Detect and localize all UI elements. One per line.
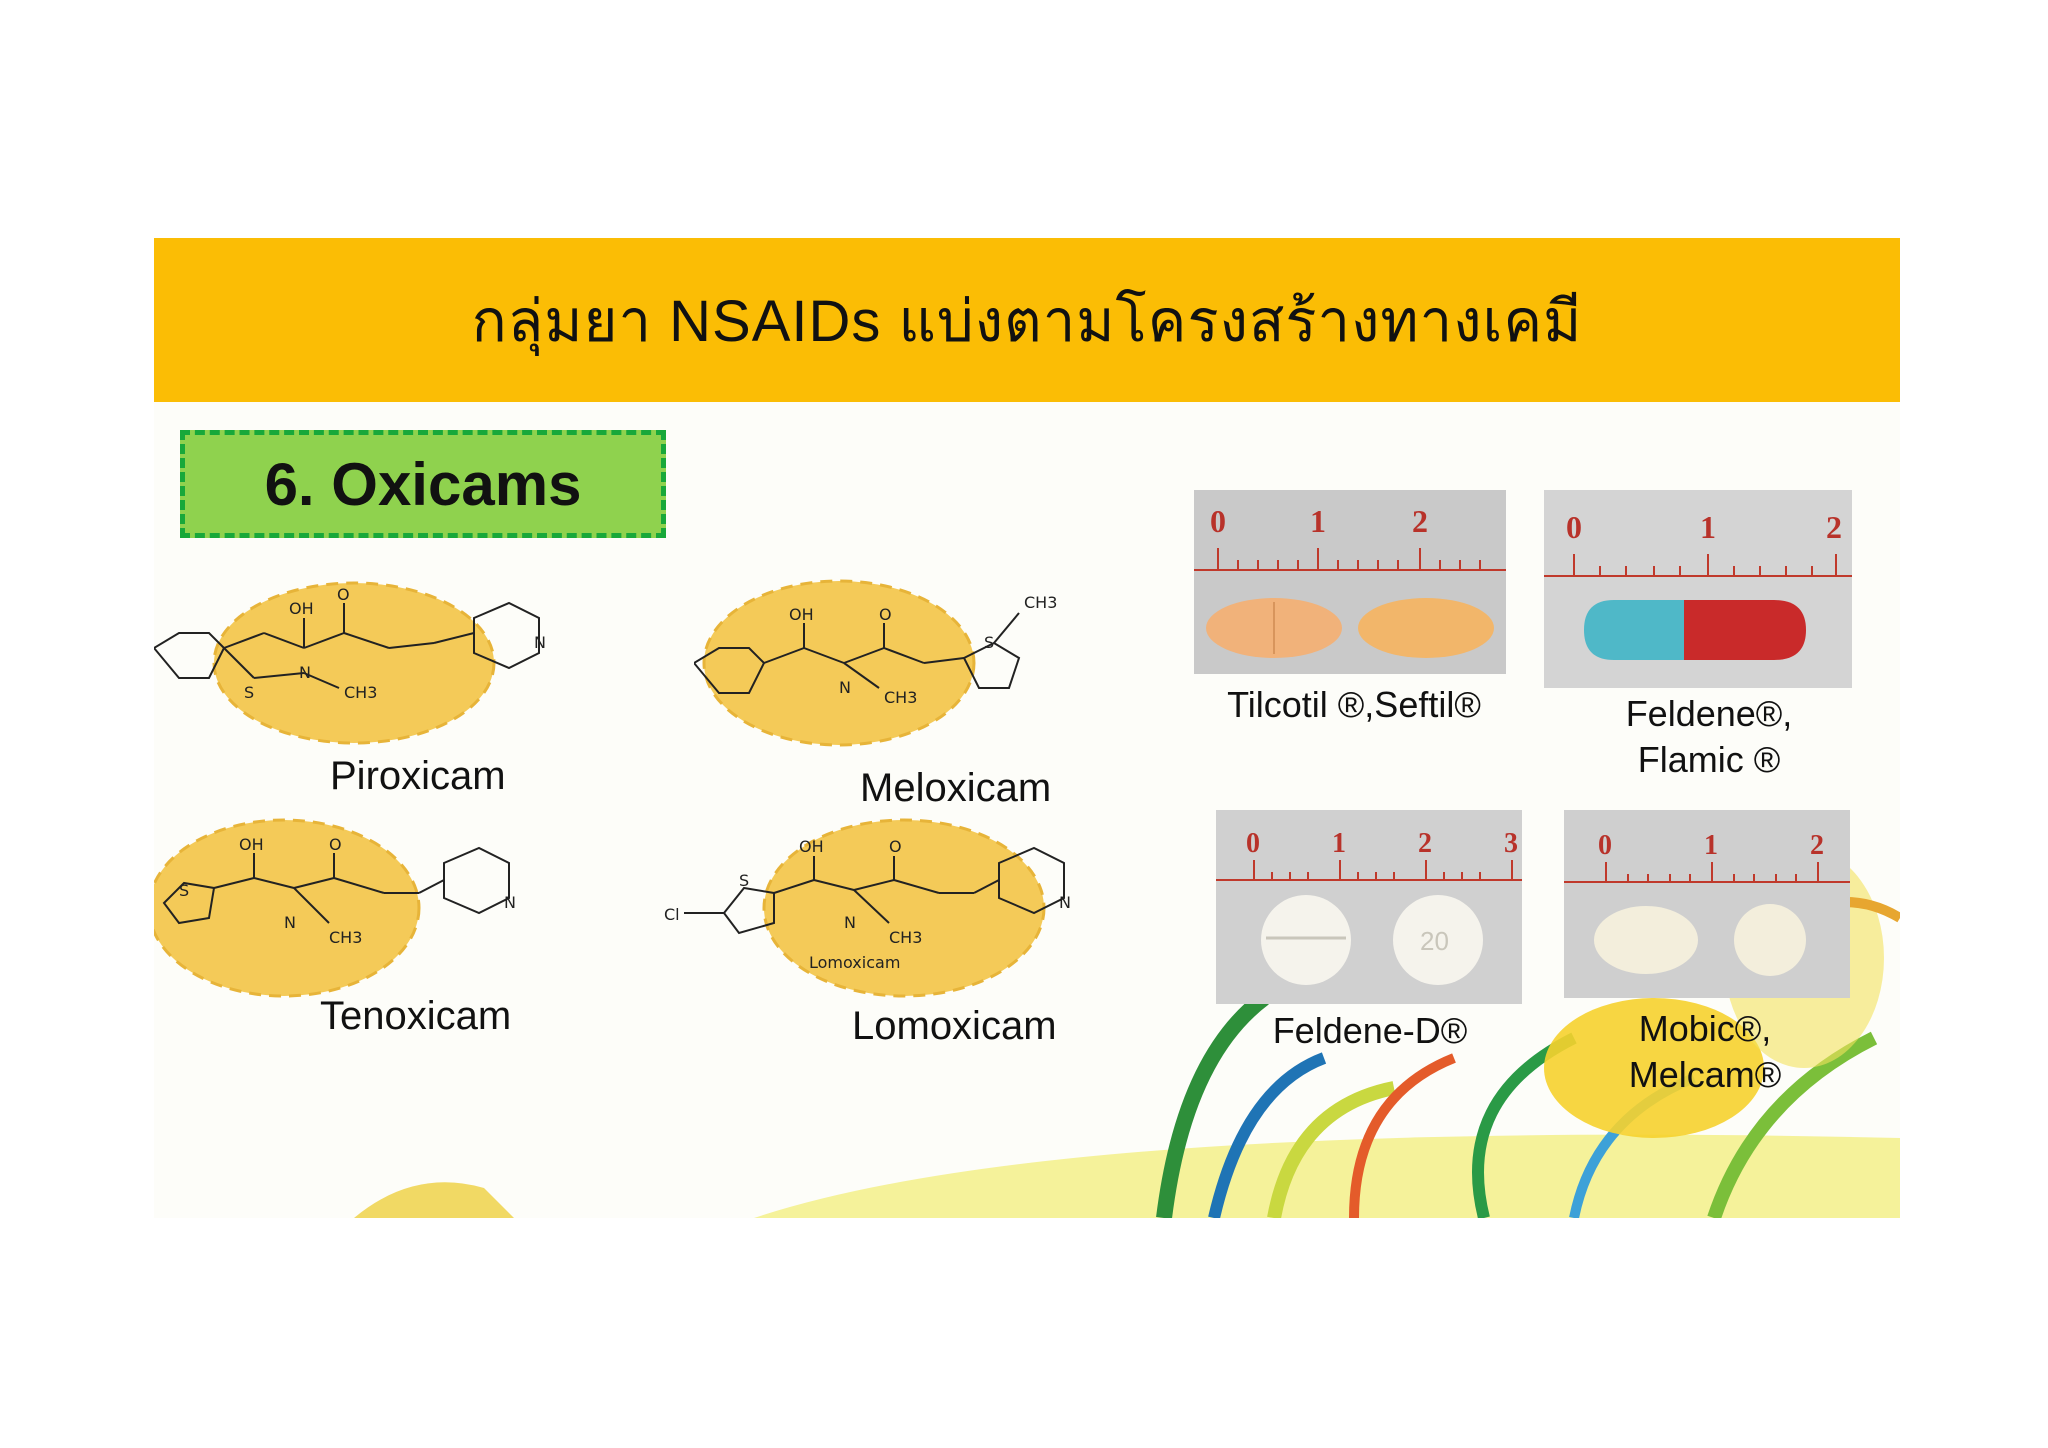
section-heading-box: 6. Oxicams <box>180 430 666 538</box>
ruler-mark-1: 1 <box>1310 503 1326 539</box>
meloxicam-label: Meloxicam <box>860 766 1052 810</box>
ruler-mark-2: 2 <box>1412 503 1428 539</box>
pyridine-n-label: N <box>1059 893 1071 912</box>
n-label: N <box>299 663 311 682</box>
s-label: S <box>739 871 749 890</box>
oh-label: OH <box>289 599 314 618</box>
tilcotil-photo-art: 0 1 2 <box>1194 503 1506 658</box>
o-label: O <box>337 585 350 604</box>
tilcotil-caption: Tilcotil ®,Seftil® <box>1227 684 1481 725</box>
ch3-label: CH3 <box>344 683 377 702</box>
ch3-label: CH3 <box>329 928 362 947</box>
feldene-d-caption: Feldene-D® <box>1272 1010 1468 1051</box>
ruler-mark-2: 2 <box>1810 830 1824 861</box>
oh-label: OH <box>799 837 824 856</box>
feldene-photo-art: 0 1 2 <box>1544 509 1852 660</box>
mobic-photo-art: 0 1 2 <box>1564 830 1850 976</box>
ruler-mark-1: 1 <box>1332 828 1346 859</box>
mobic-photo: 0 1 2 <box>1564 810 1850 998</box>
feldene-caption: Feldene®, Flamic ® <box>1584 691 1834 783</box>
s-label: S <box>984 633 994 652</box>
feldene-d-photo: 0 1 2 3 20 <box>1216 810 1522 1004</box>
lomoxicam-inner-label: Lomoxicam <box>809 953 900 972</box>
ch3-label: CH3 <box>1024 593 1057 612</box>
piroxicam-label: Piroxicam <box>330 754 506 798</box>
ruler-mark-0: 0 <box>1246 828 1260 859</box>
slide: กลุ่มยา NSAIDs แบ่งตามโครงสร้างทางเคมี 6… <box>154 238 1900 1218</box>
tilcotil-photo: 0 1 2 <box>1194 490 1506 674</box>
n-label: N <box>844 913 856 932</box>
mobic-caption: Mobic®, Melcam® <box>1580 1006 1830 1098</box>
n-label: N <box>284 913 296 932</box>
s-label: S <box>179 881 189 900</box>
decorative-swirls <box>354 848 1900 1218</box>
ruler-mark-0: 0 <box>1566 509 1582 545</box>
section-heading: 6. Oxicams <box>264 450 582 518</box>
ruler-mark-0: 0 <box>1210 503 1226 539</box>
ruler-mark-0: 0 <box>1598 830 1612 861</box>
ch3-label: CH3 <box>884 688 917 707</box>
o-label: O <box>889 837 902 856</box>
ruler-mark-1: 1 <box>1700 509 1716 545</box>
oh-label: OH <box>789 605 814 624</box>
pyridine-n-label: N <box>504 893 516 912</box>
title-bar: กลุ่มยา NSAIDs แบ่งตามโครงสร้างทางเคมี <box>154 238 1900 402</box>
feldene-caption-line1: Feldene®, <box>1625 693 1793 734</box>
n-label: N <box>839 678 851 697</box>
slide-title: กลุ่มยา NSAIDs แบ่งตามโครงสร้างทางเคมี <box>471 288 1583 354</box>
feldene-d-photo-art: 0 1 2 3 20 <box>1216 828 1522 985</box>
tenoxicam-structure: OH O S N CH3 N <box>154 818 516 998</box>
tenoxicam-label: Tenoxicam <box>320 994 512 1038</box>
piroxicam-structure: OH O N CH3 S N <box>154 581 546 745</box>
o-label: O <box>879 605 892 624</box>
lomoxicam-label: Lomoxicam <box>852 1004 1057 1048</box>
s-label: S <box>244 683 254 702</box>
ruler-mark-2: 2 <box>1418 828 1432 859</box>
feldene-caption-line2: Flamic ® <box>1637 739 1781 780</box>
feldene-photo: 0 1 2 <box>1544 490 1852 688</box>
oh-label: OH <box>239 835 264 854</box>
meloxicam-structure: OH O N CH3 S CH3 <box>694 579 1057 747</box>
mobic-caption-line2: Melcam® <box>1628 1054 1782 1095</box>
pyridine-n-label: N <box>534 633 546 652</box>
ruler-mark-2: 2 <box>1826 509 1842 545</box>
ruler-mark-3: 3 <box>1504 828 1518 859</box>
mobic-caption-line1: Mobic®, <box>1638 1008 1772 1049</box>
ruler-mark-1: 1 <box>1704 830 1718 861</box>
lomoxicam-structure: Cl S OH O N CH3 Lomoxicam N <box>664 818 1071 998</box>
tablet-imprint: 20 <box>1420 926 1449 956</box>
ch3-label: CH3 <box>889 928 922 947</box>
o-label: O <box>329 835 342 854</box>
cl-label: Cl <box>664 905 680 924</box>
